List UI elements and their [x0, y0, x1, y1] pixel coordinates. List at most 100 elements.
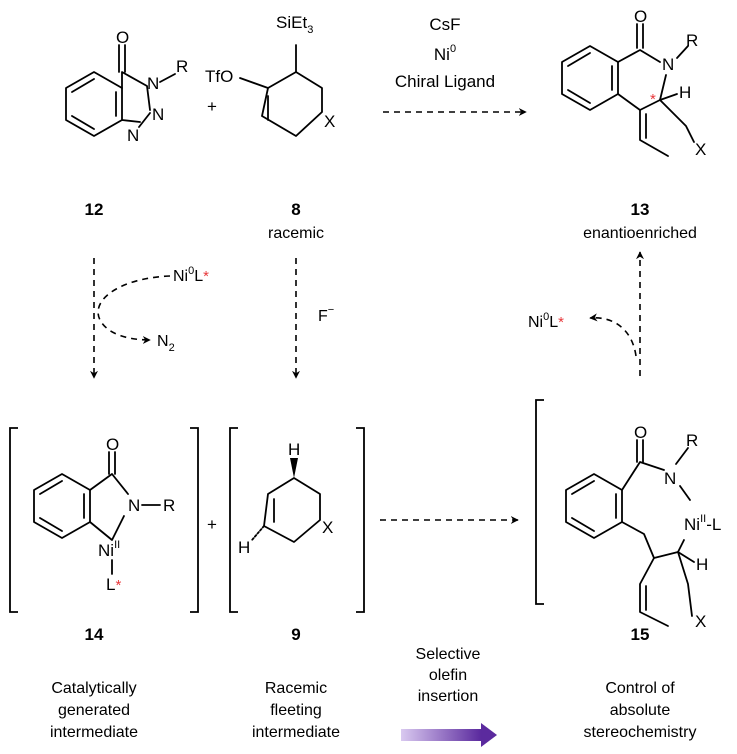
purple-gradient-arrow	[401, 723, 497, 747]
ni0-n2-curved-arrow	[97, 275, 171, 344]
c12-benzene-ring	[65, 71, 123, 137]
c13-c-h-bond	[659, 93, 678, 101]
compound-13-label: 13	[631, 200, 650, 219]
ni0l-catalyst-out: Ni0L*	[528, 311, 564, 331]
c8-x-atom: X	[324, 112, 335, 131]
insertion-label-line-2: olefin	[429, 667, 467, 684]
plus-sign-bottom: +	[207, 515, 217, 534]
c12-nitrogen-2: N	[152, 105, 164, 124]
c8-tfo-bond	[239, 77, 269, 89]
c15-c-h-bond	[677, 551, 695, 563]
c14-desc-line-3: intermediate	[50, 724, 138, 741]
compound-8-caption: racemic	[268, 225, 324, 242]
c15-desc-line-3: stereochemistry	[584, 724, 697, 741]
c13-x-atom: X	[695, 140, 706, 159]
c8-silyl-group: SiEt3	[276, 13, 313, 36]
c9-left-bracket	[229, 427, 238, 613]
reagent-ni0: Ni0	[434, 43, 456, 64]
c14-five-ring	[89, 473, 129, 541]
c13-nitrogen: N	[662, 55, 674, 74]
c9-hydrogen-bottom: H	[238, 538, 250, 557]
c14-desc-line-2: generated	[58, 702, 130, 719]
c15-seven-ring	[621, 461, 691, 559]
c14-nickel: NiII	[98, 539, 120, 560]
compound-15-label: 15	[631, 625, 650, 644]
c15-carbonyl	[636, 439, 644, 463]
c12-nn-double	[138, 112, 151, 128]
n2-byproduct: N2	[157, 333, 175, 354]
c13-cyclohexene	[639, 99, 695, 157]
fluoride-reagent: F−	[318, 304, 334, 325]
c15-benzene-ring	[565, 473, 623, 539]
c13-oxygen: O	[634, 7, 647, 26]
compound-9-structure: H H X	[238, 440, 333, 557]
c15-benzene-inner-bonds	[571, 480, 617, 532]
c15-desc-line-1: Control of	[605, 680, 675, 697]
c15-cyclohexene	[639, 551, 693, 627]
c9-desc-line-1: Racemic	[265, 680, 327, 697]
compound-13-structure: O N R H * X	[561, 7, 706, 159]
c9-hydrogen-top: H	[288, 440, 300, 459]
c13-lactam-ring	[617, 49, 667, 111]
c13-benzene-inner-bonds	[567, 52, 613, 104]
c15-left-bracket	[535, 399, 544, 605]
c12-oxygen: O	[116, 28, 129, 47]
c14-benzene-inner-bonds	[39, 480, 85, 532]
c9-ring	[263, 477, 321, 543]
c13-carbonyl	[636, 23, 644, 49]
c14-benzene-ring	[33, 473, 91, 539]
c14-left-bracket	[9, 427, 18, 613]
c9-desc-line-3: intermediate	[252, 724, 340, 741]
c14-desc-line-1: Catalytically	[51, 680, 136, 697]
c13-r-group: R	[686, 31, 698, 50]
c15-desc-line-2: absolute	[610, 702, 671, 719]
c14-oxygen: O	[106, 435, 119, 454]
c12-r-group: R	[176, 57, 188, 76]
compound-12-label: 12	[85, 200, 104, 219]
compound-12-structure: O N R N N	[65, 28, 188, 145]
compound-14-label: 14	[85, 625, 104, 644]
plus-sign-top: +	[207, 97, 217, 116]
c15-x-atom: X	[695, 612, 706, 631]
c9-wedge-bond	[290, 458, 298, 478]
top-reagents: CsF Ni0 Chiral Ligand	[395, 15, 495, 91]
c15-n-r-bond	[675, 447, 689, 465]
c14-right-bracket	[190, 427, 199, 613]
c15-nickel-ligand: NiII-L	[684, 513, 721, 534]
c13-n-r-bond	[676, 45, 689, 59]
compound-14-structure: O N R NiII L*	[33, 435, 175, 594]
c13-stereocenter-star: *	[650, 91, 656, 108]
compound-8-structure: SiEt3 TfO X	[205, 13, 335, 137]
c14-nitrogen: N	[128, 496, 140, 515]
compound-13-caption: enantioenriched	[583, 225, 697, 242]
insertion-label-line-3: insertion	[418, 688, 478, 705]
compound-15-structure: O N R NiII-L H X	[565, 423, 721, 631]
c14-r-group: R	[163, 496, 175, 515]
ni0l-catalyst-in: Ni0L*	[173, 265, 209, 285]
c15-nitrogen: N	[664, 469, 676, 488]
c8-ring	[261, 71, 323, 137]
c12-nitrogen-3: N	[147, 74, 159, 93]
c9-right-bracket	[356, 427, 365, 613]
c14-ligand: L*	[106, 575, 121, 594]
c12-benzene-inner-bonds	[71, 78, 117, 130]
c15-hydrogen: H	[696, 555, 708, 574]
c12-nitrogen-1: N	[127, 126, 139, 145]
c12-carbonyl	[118, 44, 126, 73]
compound-8-label: 8	[291, 200, 300, 219]
c13-benzene-ring	[561, 45, 619, 111]
c8-triflate: TfO	[205, 67, 233, 86]
insertion-label-line-1: Selective	[416, 646, 481, 663]
c15-r-group: R	[686, 431, 698, 450]
ni0-release-curved-arrow	[589, 313, 637, 357]
c14-carbonyl	[108, 451, 116, 475]
c9-desc-line-2: fleeting	[270, 702, 322, 719]
compound-9-label: 9	[291, 625, 300, 644]
reagent-chiral-ligand: Chiral Ligand	[395, 72, 495, 91]
c9-hash-bond	[251, 525, 265, 541]
c12-triazinone-ring	[121, 71, 151, 123]
c15-oxygen: O	[634, 423, 647, 442]
c9-x-atom: X	[322, 518, 333, 537]
c13-hydrogen: H	[679, 83, 691, 102]
